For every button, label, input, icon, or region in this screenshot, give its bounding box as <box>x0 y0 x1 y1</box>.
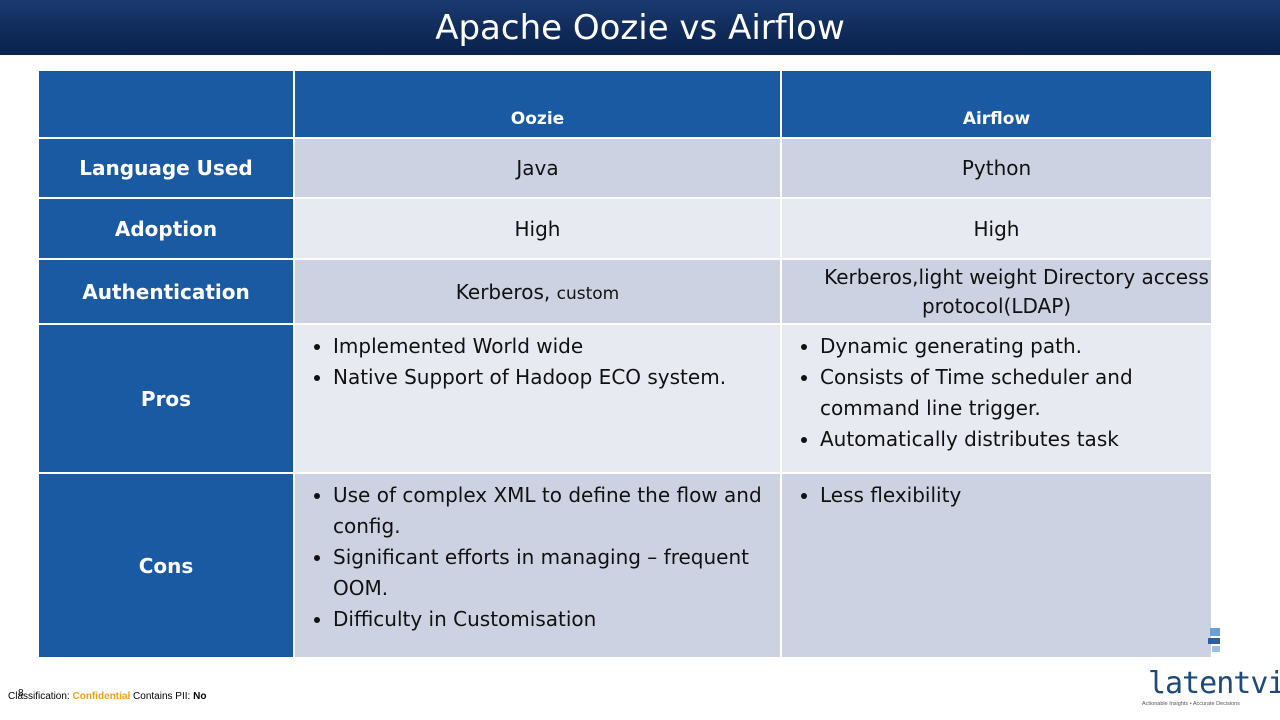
list-item: Significant efforts in managing – freque… <box>333 542 772 604</box>
list-item: Consists of Time scheduler and command l… <box>820 362 1203 424</box>
language-oozie: Java <box>293 137 782 199</box>
page-number: 8 <box>18 688 24 699</box>
pros-oozie-list: Implemented World wide Native Support of… <box>309 331 772 393</box>
latentview-logo: latentview <box>1148 666 1280 701</box>
list-item: Native Support of Hadoop ECO system. <box>333 362 772 393</box>
pros-airflow-list: Dynamic generating path. Consists of Tim… <box>796 331 1203 455</box>
row-label-authentication: Authentication <box>37 258 295 325</box>
cons-oozie: Use of complex XML to define the flow an… <box>293 472 782 659</box>
row-label-pros: Pros <box>37 323 295 474</box>
adoption-airflow: High <box>780 197 1213 260</box>
row-authentication: Authentication Kerberos, custom Kerberos… <box>37 258 1213 325</box>
adoption-oozie: High <box>293 197 782 260</box>
classification-footer: Classification: Confidential Contains PI… <box>8 691 206 702</box>
row-language: Language Used Java Python <box>37 137 1213 199</box>
classification-value: Confidential <box>72 691 131 702</box>
auth-oozie-small: custom <box>556 283 620 304</box>
list-item: Difficulty in Customisation <box>333 604 772 635</box>
list-item: Implemented World wide <box>333 331 772 362</box>
row-cons: Cons Use of complex XML to define the fl… <box>37 472 1213 659</box>
cons-airflow: Less flexibility <box>780 472 1213 659</box>
comparison-table: Oozie Airflow Language Used Java Python … <box>37 69 1213 659</box>
pii-value: No <box>193 691 207 702</box>
cons-oozie-list: Use of complex XML to define the flow an… <box>309 480 772 635</box>
row-label-adoption: Adoption <box>37 197 295 260</box>
auth-airflow: Kerberos,light weight Directory access p… <box>780 258 1213 325</box>
auth-airflow-line2: protocol(LDAP) <box>921 293 1072 318</box>
pii-label: Contains PII: <box>133 691 191 702</box>
list-item: Automatically distributes task <box>820 424 1203 455</box>
row-adoption: Adoption High High <box>37 197 1213 260</box>
row-pros: Pros Implemented World wide Native Suppo… <box>37 323 1213 474</box>
logo-tagline: Actionable Insights • Accurate Decisions <box>1142 701 1240 707</box>
header-oozie: Oozie <box>293 69 782 139</box>
list-item: Dynamic generating path. <box>820 331 1203 362</box>
row-label-language: Language Used <box>37 137 295 199</box>
logo-mark-icon <box>1208 628 1220 652</box>
auth-oozie-main: Kerberos, <box>455 279 551 304</box>
header-empty-cell <box>37 69 295 139</box>
title-bar: Apache Oozie vs Airflow <box>0 0 1280 55</box>
classification-prefix: Classification: <box>8 691 70 702</box>
auth-airflow-line1: Kerberos,light weight Directory access <box>824 264 1209 289</box>
header-row: Oozie Airflow <box>37 69 1213 139</box>
language-airflow: Python <box>780 137 1213 199</box>
header-airflow: Airflow <box>780 69 1213 139</box>
list-item: Use of complex XML to define the flow an… <box>333 480 772 542</box>
list-item: Less flexibility <box>820 480 1203 511</box>
row-label-cons: Cons <box>37 472 295 659</box>
pros-airflow: Dynamic generating path. Consists of Tim… <box>780 323 1213 474</box>
slide-title: Apache Oozie vs Airflow <box>435 7 845 48</box>
auth-oozie: Kerberos, custom <box>293 258 782 325</box>
pros-oozie: Implemented World wide Native Support of… <box>293 323 782 474</box>
cons-airflow-list: Less flexibility <box>796 480 1203 511</box>
